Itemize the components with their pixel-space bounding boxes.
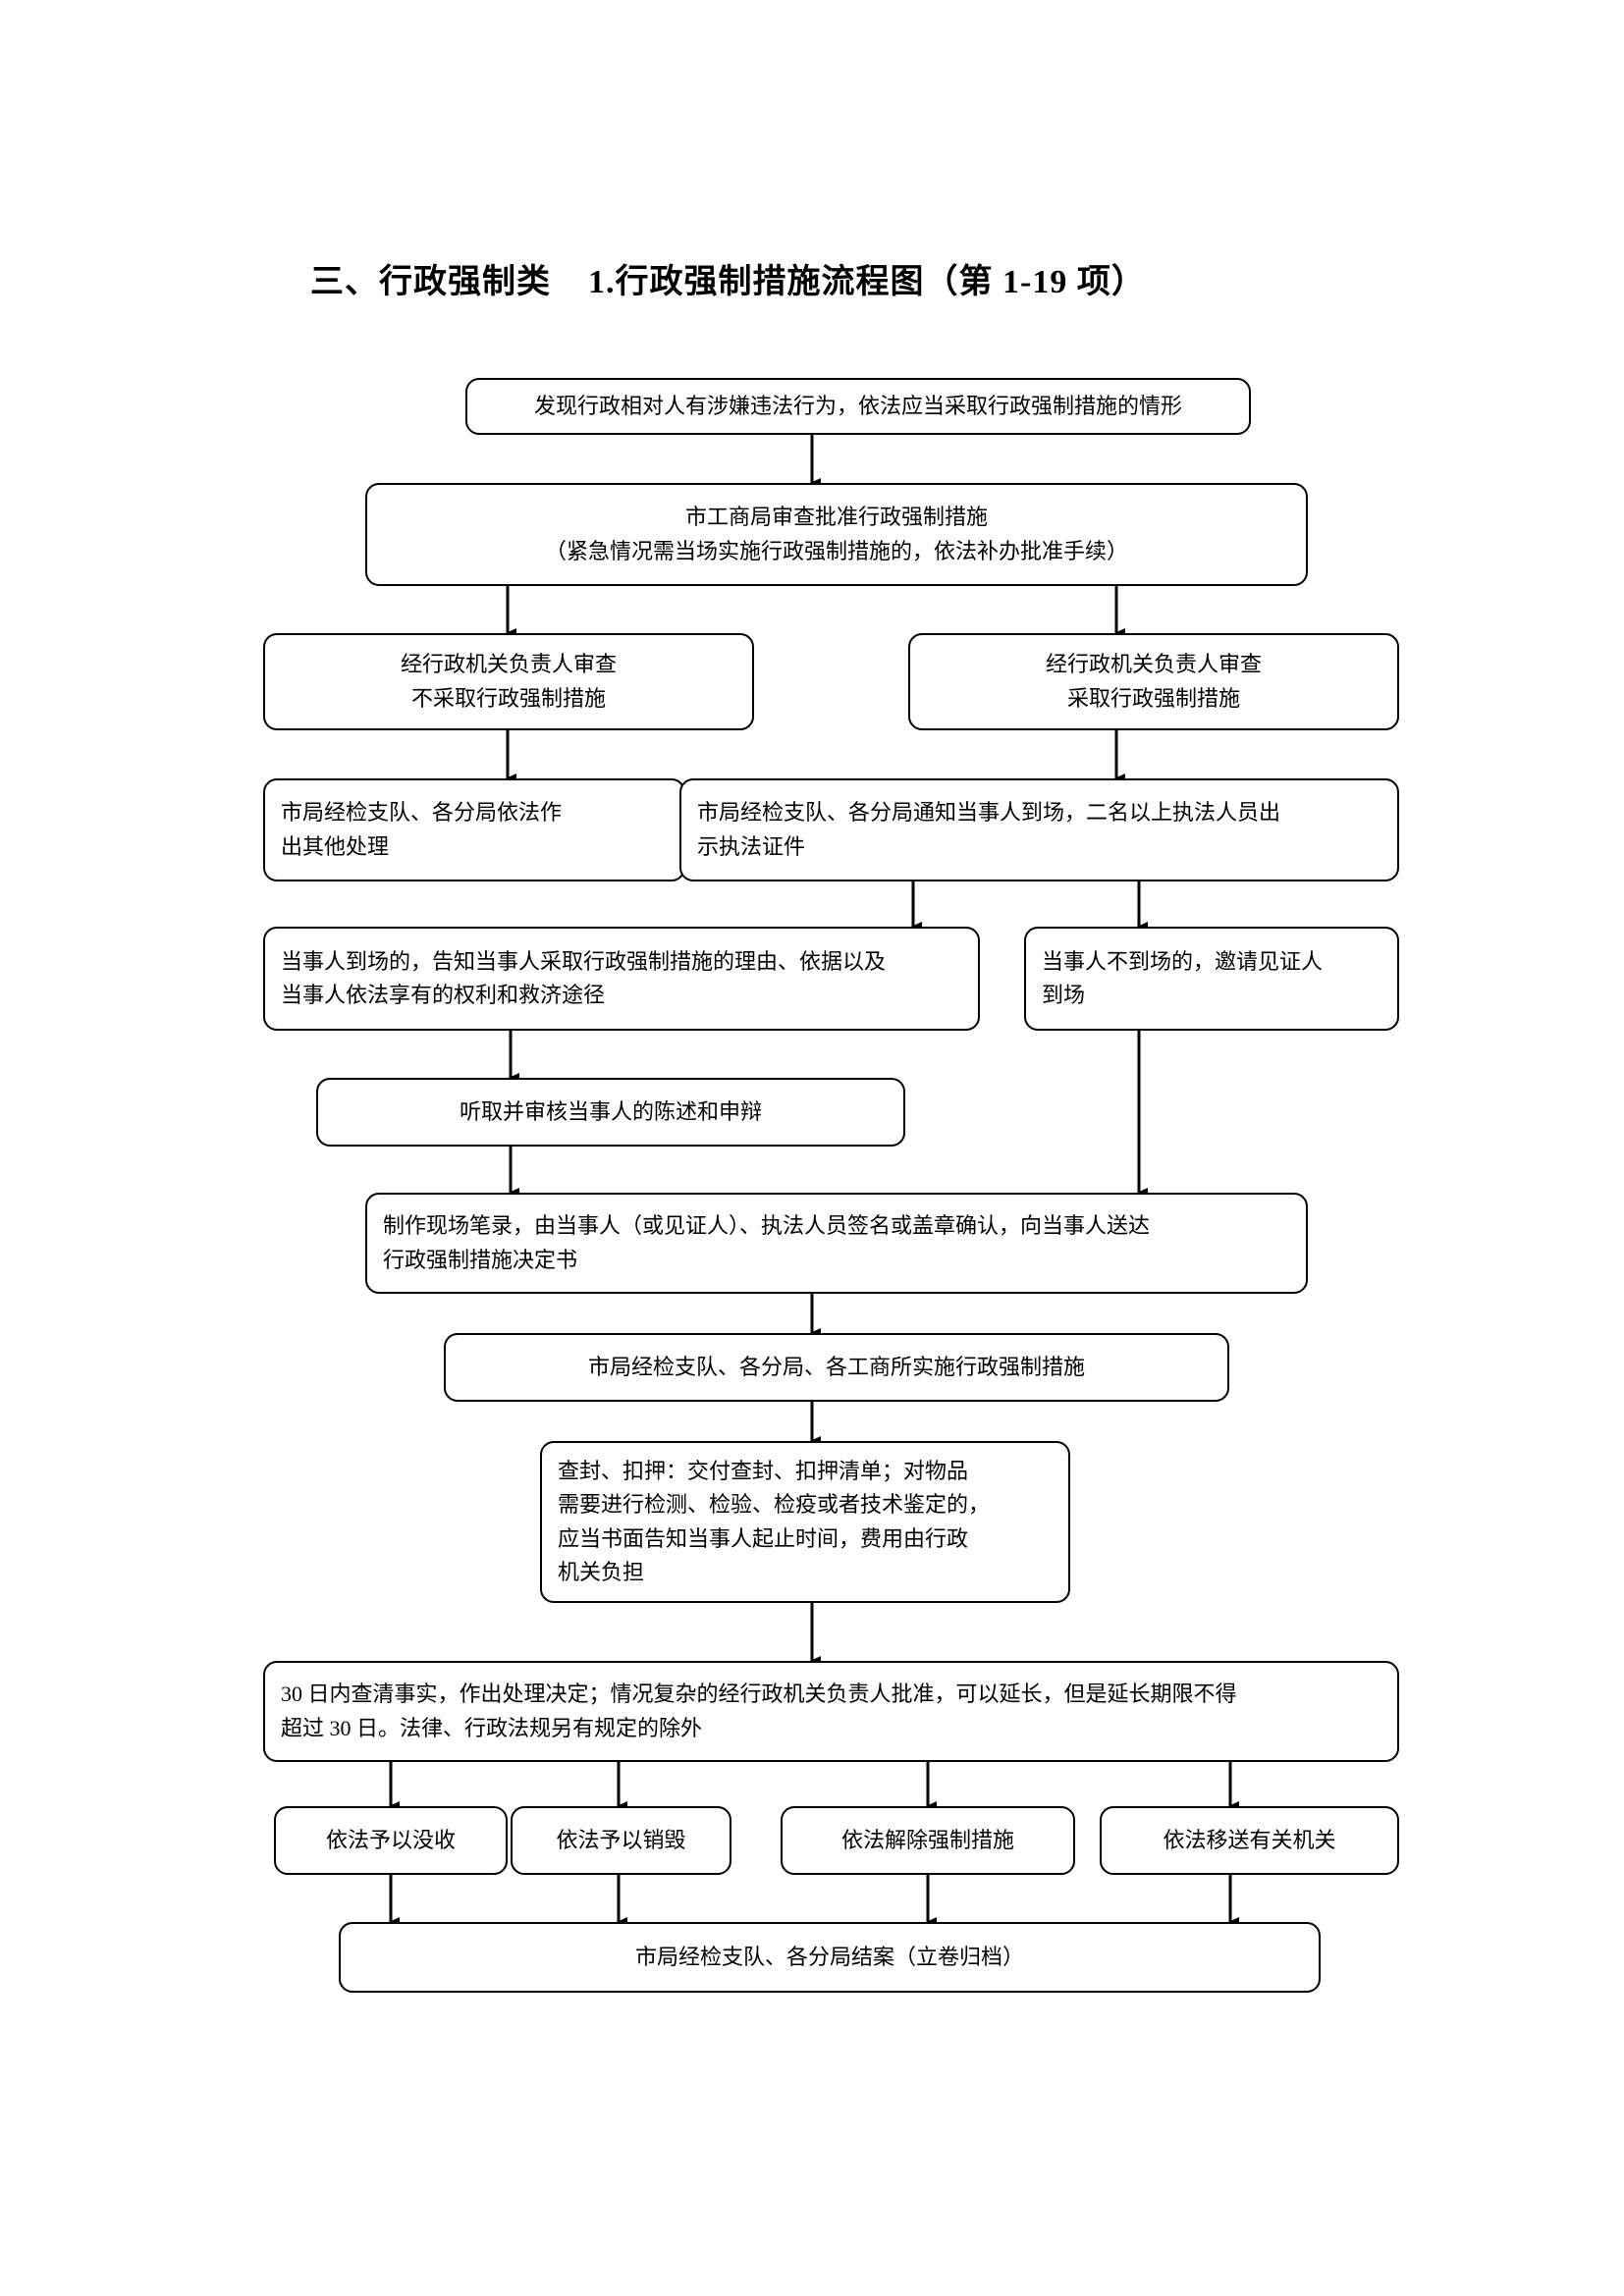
page-title: 三、行政强制类 1.行政强制措施流程图（第 1-19 项）: [310, 264, 1146, 300]
flow-node-line: 听取并审核当事人的陈述和申辩: [459, 1098, 762, 1124]
flow-node-line: 依法予以销毁: [556, 1827, 686, 1852]
flow-node-start[interactable]: 发现行政相对人有涉嫌违法行为，依法应当采取行政强制措施的情形: [465, 378, 1251, 435]
flow-node-line: 到场: [1042, 983, 1086, 1007]
flow-node-release-measure[interactable]: 依法解除强制措施: [781, 1806, 1075, 1875]
flow-node-line: 经行政机关负责人审查: [1045, 652, 1262, 677]
flow-node-thirty-day-decision[interactable]: 30 日内查清事实，作出处理决定；情况复杂的经行政机关负责人批准，可以延长，但是…: [263, 1661, 1399, 1762]
flow-node-line: 出其他处理: [281, 833, 390, 859]
flow-node-line: 采取行政强制措施: [1066, 685, 1240, 711]
flow-node-line: 发现行政相对人有涉嫌违法行为，依法应当采取行政强制措施的情形: [533, 393, 1182, 418]
flow-node-line: 市局经检支队、各分局结案（立卷归档）: [634, 1944, 1024, 1969]
flow-node-other-handling[interactable]: 市局经检支队、各分局依法作 出其他处理: [263, 778, 685, 881]
flow-node-line: 需要进行检测、检验、检疫或者技术鉴定的，: [558, 1492, 991, 1518]
flow-node-line: 查封、扣押：交付查封、扣押清单；对物品: [558, 1459, 969, 1484]
flow-node-line: 应当书面告知当事人起止时间，费用由行政: [558, 1525, 969, 1551]
flow-node-line: 市工商局审查批准行政强制措施: [684, 505, 988, 530]
flow-node-line: 机关负担: [558, 1559, 645, 1584]
flow-node-site-record[interactable]: 制作现场笔录，由当事人（或见证人）、执法人员签名或盖章确认，向当事人送达 行政强…: [365, 1193, 1308, 1294]
flow-node-line: 依法解除强制措施: [840, 1827, 1014, 1852]
flow-node-line: （紧急情况需当场实施行政强制措施的，依法补办批准手续）: [544, 538, 1128, 563]
flow-node-destroy[interactable]: 依法予以销毁: [511, 1806, 731, 1875]
flow-node-take-measure[interactable]: 经行政机关负责人审查 采取行政强制措施: [908, 633, 1399, 730]
flow-node-line: 市局经检支队、各分局、各工商所实施行政强制措施: [587, 1354, 1085, 1379]
flow-node-line: 制作现场笔录，由当事人（或见证人）、执法人员签名或盖章确认，向当事人送达: [383, 1213, 1151, 1239]
flow-node-line: 当事人到场的，告知当事人采取行政强制措施的理由、依据以及: [281, 948, 887, 974]
flow-node-line: 不采取行政强制措施: [410, 685, 606, 711]
flow-node-line: 行政强制措施决定书: [383, 1247, 578, 1272]
flow-node-line: 30 日内查清事实，作出处理决定；情况复杂的经行政机关负责人批准，可以延长，但是…: [281, 1682, 1237, 1707]
flow-node-approval[interactable]: 市工商局审查批准行政强制措施 （紧急情况需当场实施行政强制措施的，依法补办批准手…: [365, 483, 1308, 586]
flow-node-line: 市局经检支队、各分局依法作: [281, 800, 563, 826]
flow-node-notify-party[interactable]: 市局经检支队、各分局通知当事人到场，二名以上执法人员出 示执法证件: [679, 778, 1399, 881]
flow-node-line: 超过 30 日。法律、行政法规另有规定的除外: [281, 1715, 703, 1740]
flow-node-line: 示执法证件: [697, 833, 806, 859]
flow-node-line: 当事人不到场的，邀请见证人: [1042, 948, 1324, 974]
flow-node-party-present[interactable]: 当事人到场的，告知当事人采取行政强制措施的理由、依据以及 当事人依法享有的权利和…: [263, 927, 980, 1031]
flow-node-no-measure[interactable]: 经行政机关负责人审查 不采取行政强制措施: [263, 633, 754, 730]
flow-node-line: 依法移送有关机关: [1163, 1827, 1336, 1852]
flow-node-hear-statement[interactable]: 听取并审核当事人的陈述和申辩: [316, 1078, 905, 1147]
flow-node-seal-detain[interactable]: 查封、扣押：交付查封、扣押清单；对物品 需要进行检测、检验、检疫或者技术鉴定的，…: [540, 1441, 1070, 1603]
flow-node-implement-measure[interactable]: 市局经检支队、各分局、各工商所实施行政强制措施: [444, 1333, 1229, 1402]
flow-node-case-closure[interactable]: 市局经检支队、各分局结案（立卷归档）: [339, 1922, 1321, 1993]
flow-node-transfer-authority[interactable]: 依法移送有关机关: [1100, 1806, 1399, 1875]
flow-node-party-absent[interactable]: 当事人不到场的，邀请见证人 到场: [1024, 927, 1399, 1031]
flow-node-line: 经行政机关负责人审查: [400, 652, 617, 677]
flow-node-line: 当事人依法享有的权利和救济途径: [281, 983, 606, 1007]
flow-node-line: 依法予以没收: [325, 1827, 456, 1852]
flow-node-confiscate[interactable]: 依法予以没收: [274, 1806, 508, 1875]
flow-node-line: 市局经检支队、各分局通知当事人到场，二名以上执法人员出: [697, 800, 1281, 826]
